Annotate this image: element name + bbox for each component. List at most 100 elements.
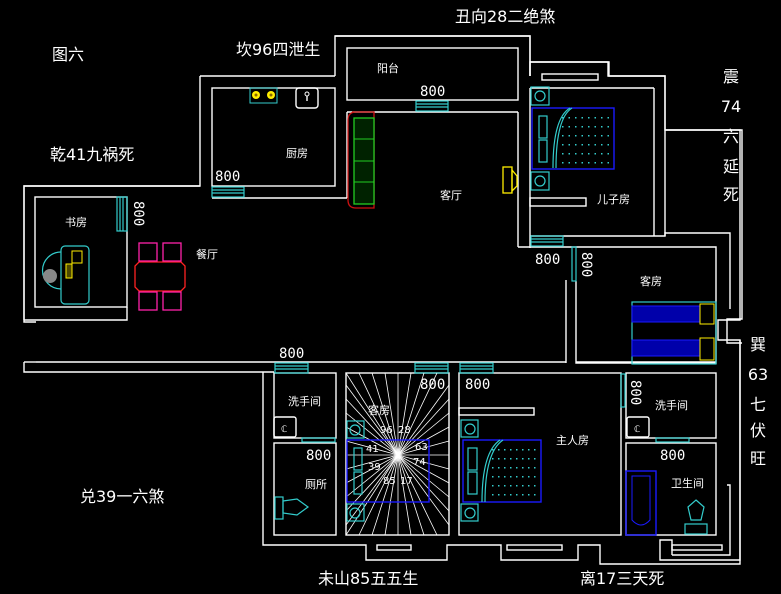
bed-dot <box>528 449 530 451</box>
svg-text:六: 六 <box>723 127 739 146</box>
stair-ray <box>345 454 399 484</box>
door-washroom-right <box>620 373 626 408</box>
bed-dot <box>492 485 494 487</box>
bed-dot <box>588 153 590 155</box>
bed-dot <box>562 144 564 146</box>
svg-text:74: 74 <box>413 457 426 468</box>
bed-dot <box>516 467 518 469</box>
stair-ray <box>397 454 450 484</box>
bed-dot <box>534 494 536 496</box>
sofa-icon <box>347 111 375 209</box>
bed-dot <box>516 458 518 460</box>
bed-dot <box>581 162 583 164</box>
stair-ray <box>397 440 450 456</box>
bed-dot <box>588 117 590 119</box>
stair-ray <box>358 454 399 536</box>
bed-dot <box>528 467 530 469</box>
stair-ray <box>397 384 450 456</box>
bed-dot <box>568 144 570 146</box>
bed-dot <box>575 162 577 164</box>
room-label-master: 主人房 <box>556 434 589 447</box>
bed-dot <box>498 476 500 478</box>
bed-dot <box>516 449 518 451</box>
bed-icon-son <box>530 86 615 191</box>
bed-dot <box>601 162 603 164</box>
bed-dot <box>504 476 506 478</box>
stair-ray <box>358 372 399 456</box>
door-guest-east <box>571 246 577 282</box>
doors <box>116 100 690 443</box>
bed-dot <box>588 126 590 128</box>
bed-dot <box>504 485 506 487</box>
bed-dot <box>568 153 570 155</box>
bed-dot <box>492 476 494 478</box>
svg-text:七: 七 <box>750 395 766 414</box>
stair-ray <box>397 454 450 526</box>
bed-dot <box>601 117 603 119</box>
svg-text:巽: 巽 <box>750 335 766 354</box>
figure-label: 图六 <box>52 45 84 64</box>
door-stair <box>414 362 449 374</box>
bed-dot <box>575 144 577 146</box>
bed-dot <box>522 494 524 496</box>
dim-toilet: 800 <box>306 448 331 464</box>
stair-ray <box>397 454 425 536</box>
bed-dot <box>516 494 518 496</box>
bed-dot <box>562 117 564 119</box>
direction-south-right: 离17三天死 <box>580 569 664 588</box>
door-bathroom <box>655 437 690 443</box>
bed-dot <box>510 458 512 460</box>
bed-dot <box>534 449 536 451</box>
dining-table-icon <box>134 242 186 311</box>
svg-text:旺: 旺 <box>750 449 766 468</box>
bed-dot <box>594 126 596 128</box>
stair-icon <box>345 372 450 536</box>
room-label-bathroom: 卫生间 <box>671 476 704 490</box>
bed-dot <box>568 126 570 128</box>
room-label-toilet: 厕所 <box>305 478 327 491</box>
bed-dot <box>607 162 609 164</box>
bed-dot <box>498 458 500 460</box>
room-label-washroom-right: 洗手间 <box>655 398 688 412</box>
bed-dot <box>568 135 570 137</box>
bed-dot <box>504 494 506 496</box>
bed-dot <box>581 126 583 128</box>
bed-dot <box>534 485 536 487</box>
bed-dot <box>510 485 512 487</box>
bed-dot <box>504 467 506 469</box>
room-label-balcony: 阳台 <box>377 61 399 75</box>
stair-ray <box>397 454 450 498</box>
dim-balcony: 800 <box>420 84 445 100</box>
door-kitchen <box>211 186 245 198</box>
bed-dot <box>498 485 500 487</box>
direction-northwest: 乾41九祸死 <box>50 145 134 164</box>
room-label-washroom-left: 洗手间 <box>288 394 321 408</box>
bed-dot <box>492 449 494 451</box>
bed-dot <box>594 117 596 119</box>
bed-dot <box>575 126 577 128</box>
bed-dot <box>522 476 524 478</box>
svg-text:延: 延 <box>723 157 739 176</box>
door-son-room <box>530 235 564 247</box>
svg-text:17: 17 <box>400 476 413 487</box>
bed-dot <box>575 135 577 137</box>
door-balcony <box>415 100 449 112</box>
bed-dot <box>516 485 518 487</box>
dim-stair: 800 <box>420 377 445 393</box>
basin-icon-right: ℂ <box>626 416 650 438</box>
bed-dot <box>588 135 590 137</box>
bed-dot <box>562 126 564 128</box>
chair-icon <box>162 242 182 262</box>
tv-icon <box>502 166 518 194</box>
bed-dot <box>528 458 530 460</box>
bed-dot <box>581 153 583 155</box>
bed-dot <box>504 449 506 451</box>
direction-east-top: 震 74 六 延 死 <box>721 67 741 204</box>
svg-text:ℂ: ℂ <box>281 425 287 435</box>
bed-dot <box>522 467 524 469</box>
stair-ray <box>345 398 399 456</box>
stair-ray <box>345 454 399 470</box>
dim-washroom-right: 800 <box>627 380 643 405</box>
bed-dot <box>581 135 583 137</box>
bed-dot <box>504 458 506 460</box>
